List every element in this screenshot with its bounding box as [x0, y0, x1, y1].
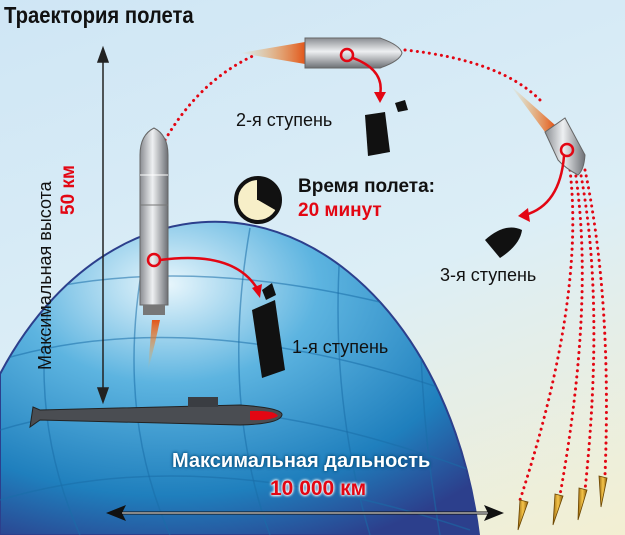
altitude-label: Максимальная высота [35, 181, 55, 370]
altitude-arrow [96, 45, 110, 405]
globe [0, 220, 481, 535]
flight-time-value: 20 минут [298, 200, 382, 221]
clock-icon [234, 176, 282, 224]
third-stage-label: 3-я ступень [440, 265, 537, 285]
missile-second-stage-icon [240, 37, 403, 103]
third-stage-debris-icon [485, 227, 522, 258]
page-title: Траектория полета [4, 2, 194, 28]
submarine-icon [29, 397, 283, 429]
missile-first-stage-icon [139, 127, 262, 370]
range-value: 10 000 км [270, 477, 367, 500]
trajectory-path [163, 48, 608, 502]
flight-time-label: Время полета: [298, 176, 436, 197]
second-stage-debris-icon [365, 100, 408, 156]
second-stage-label: 2-я ступень [236, 110, 333, 130]
missile-third-stage-icon [510, 85, 586, 222]
warhead-icons [517, 475, 608, 531]
first-stage-debris-icon [252, 283, 285, 378]
altitude-value: 50 км [58, 165, 79, 215]
range-label: Максимальная дальность [172, 450, 431, 472]
range-arrow [106, 505, 504, 521]
first-stage-label: 1-я ступень [292, 337, 389, 357]
